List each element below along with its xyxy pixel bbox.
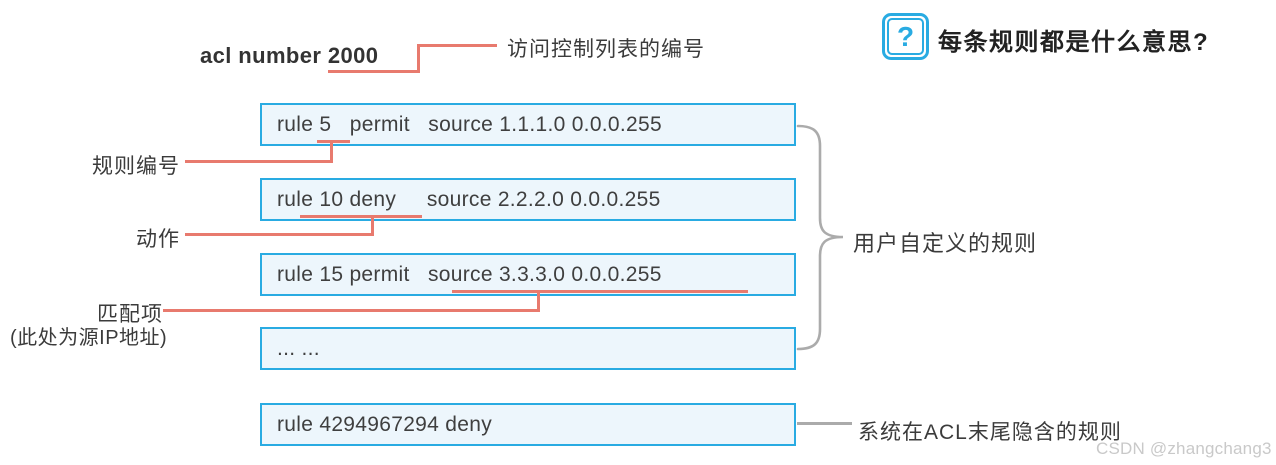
action-underline	[300, 215, 422, 218]
rule-box-implicit: rule 4294967294 deny	[260, 403, 796, 446]
rule-text: rule 5 permit source 1.1.1.0 0.0.0.255	[277, 112, 662, 136]
label-match-item: 匹配项	[97, 303, 163, 326]
user-defined-rules-brace	[796, 124, 844, 351]
question-text: 每条规则都是什么意思?	[938, 29, 1210, 56]
action-connector-vertical	[371, 215, 374, 236]
acl-number-underline	[328, 70, 420, 73]
acl-title: acl number 2000	[200, 43, 379, 68]
rule-number-connector-vertical	[330, 140, 333, 163]
label-action: 动作	[136, 228, 180, 251]
action-connector-horizontal	[185, 233, 374, 236]
match-item-underline	[452, 290, 748, 293]
question-mark-icon: ?	[882, 13, 929, 60]
rule-box-1: rule 5 permit source 1.1.1.0 0.0.0.255	[260, 103, 796, 146]
rule-number-underline	[317, 140, 350, 143]
label-implicit-rule: 系统在ACL末尾隐含的规则	[858, 421, 1122, 444]
rule-text: ... ...	[277, 336, 320, 360]
rule-text: rule 4294967294 deny	[277, 412, 493, 436]
label-rule-number: 规则编号	[92, 155, 180, 178]
question-mark-glyph: ?	[887, 18, 924, 55]
match-item-connector-horizontal	[163, 309, 540, 312]
rule-text: rule 10 deny source 2.2.2.0 0.0.0.255	[277, 187, 661, 211]
rule-box-2: rule 10 deny source 2.2.2.0 0.0.0.255	[260, 178, 796, 221]
rule-box-ellipsis: ... ...	[260, 327, 796, 370]
watermark: CSDN @zhangchang3	[1096, 439, 1272, 458]
rule-number-connector-horizontal	[185, 160, 333, 163]
acl-number-connector-vertical	[417, 44, 420, 73]
rule-box-3: rule 15 permit source 3.3.3.0 0.0.0.255	[260, 253, 796, 296]
implicit-rule-connector	[797, 422, 852, 425]
acl-number-annotation: 访问控制列表的编号	[507, 38, 705, 61]
label-match-item-note: (此处为源IP地址)	[10, 327, 168, 349]
rule-text: rule 15 permit source 3.3.3.0 0.0.0.255	[277, 262, 662, 286]
acl-number-connector-horizontal	[417, 44, 497, 47]
match-item-connector-vertical	[537, 290, 540, 312]
label-user-defined-rules: 用户自定义的规则	[853, 231, 1038, 256]
